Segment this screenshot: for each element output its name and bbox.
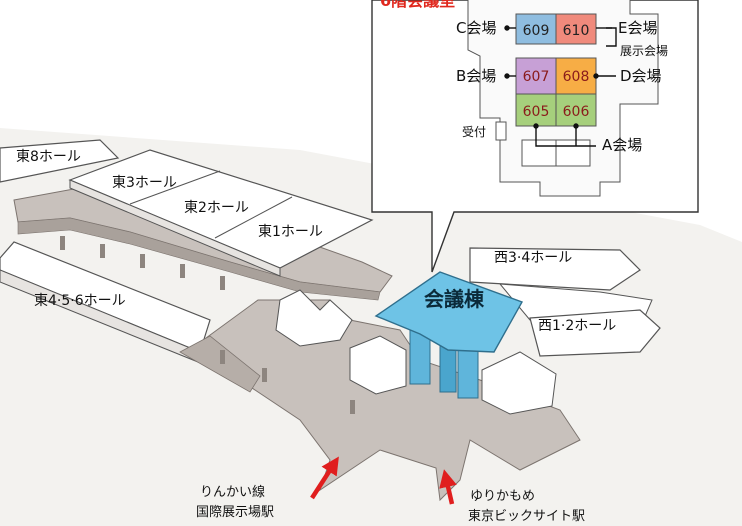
room-606-label: 606 xyxy=(563,104,590,120)
white-building-1 xyxy=(275,289,353,347)
room-608-box xyxy=(555,57,597,95)
west34-hall-shape xyxy=(469,247,641,291)
exhibit-label: 展示会場 xyxy=(620,44,668,58)
room-609-box xyxy=(515,13,557,45)
conference-tower-leg-3 xyxy=(439,345,457,393)
east8-label: 東8ホール xyxy=(16,149,81,165)
room-605-label: 605 xyxy=(523,104,550,120)
walkway-upper-shade xyxy=(17,217,381,301)
venue-a-label: A会場 xyxy=(602,136,642,154)
yurikamome-station-label: 東京ビックサイト駅 xyxy=(468,508,585,524)
conference-label: 会議棟 xyxy=(424,287,485,311)
room-610-box xyxy=(555,13,597,45)
conference-tower-leg-2 xyxy=(457,347,479,399)
room-609-label: 609 xyxy=(523,23,550,39)
room-606-box xyxy=(555,93,597,127)
lobby-box-1 xyxy=(521,139,557,167)
west34-label: 西3·4ホール xyxy=(494,250,572,266)
venue-d-label: D会場 xyxy=(620,67,662,85)
east8-hall-shape xyxy=(0,139,120,183)
west12-label: 西1·2ホール xyxy=(538,318,616,334)
white-building-3 xyxy=(481,351,557,415)
room-605-box xyxy=(515,93,557,127)
east3-label: 東3ホール xyxy=(112,175,177,191)
lobby-box-2 xyxy=(555,139,591,167)
rinkai-arrow xyxy=(310,456,339,500)
east2-label: 東2ホール xyxy=(184,200,249,216)
venue-b-label: B会場 xyxy=(456,67,496,85)
room-608-label: 608 xyxy=(563,69,590,85)
hall-divider-2-1 xyxy=(214,196,293,239)
reception-label: 受付 xyxy=(462,125,486,139)
walkway-pillars xyxy=(60,236,355,414)
rinkai-line-label: りんかい線 xyxy=(200,484,265,500)
east456-label: 東4·5·6ホール xyxy=(34,293,126,309)
white-building-2 xyxy=(349,335,407,395)
yurikamome-arrow xyxy=(439,469,457,505)
yurikamome-line-label: ゆりかもめ xyxy=(470,489,535,504)
east1-label: 東1ホール xyxy=(258,224,323,240)
reception-desk xyxy=(495,121,507,141)
rinkai-station-label: 国際展示場駅 xyxy=(196,505,274,520)
walkway-lower xyxy=(205,299,581,502)
conference-tower-top xyxy=(374,271,524,353)
venue-c-label: C会場 xyxy=(456,19,496,37)
room-610-label: 610 xyxy=(563,23,590,39)
venue-e-label: E会場 xyxy=(618,19,657,37)
west12-hall-shape xyxy=(529,309,661,357)
room-607-label: 607 xyxy=(523,69,550,85)
east-halls-front xyxy=(69,179,281,277)
hall-divider-3-2 xyxy=(129,170,221,205)
east456-hall-shape xyxy=(0,241,211,353)
inset-leader-lines xyxy=(504,25,617,147)
inset-heading: 6階会議室 xyxy=(380,0,455,10)
